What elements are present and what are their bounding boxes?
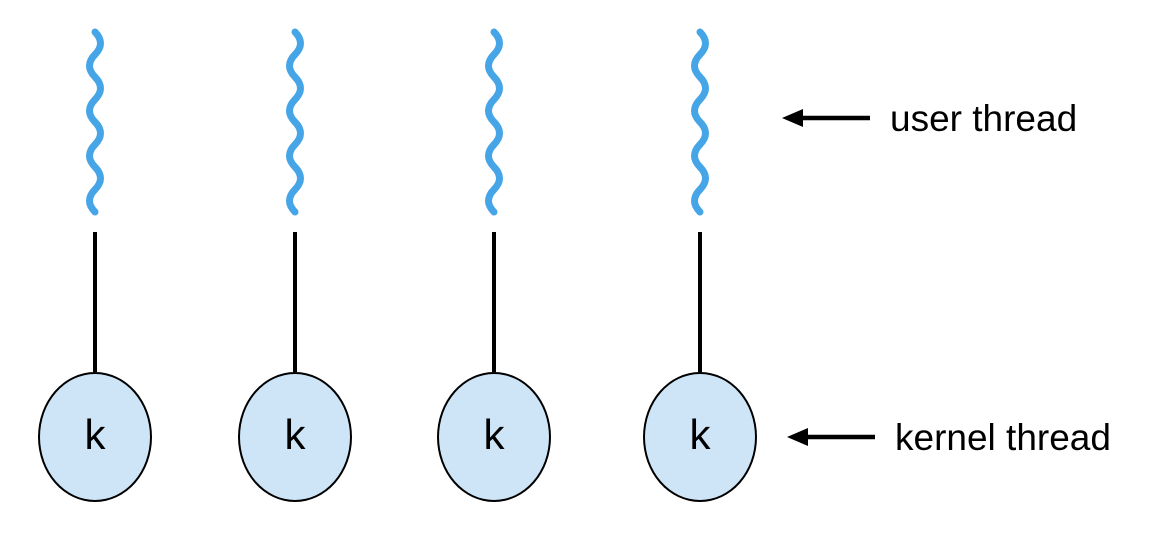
kernel-thread-ellipse: k [38, 372, 152, 502]
kernel-thread-label: k [284, 411, 306, 458]
thread-connector-line [293, 232, 297, 372]
kernel-thread-label: k [483, 411, 505, 458]
user-thread-squiggle-icon [691, 28, 709, 216]
kernel-thread-ellipse: k [643, 372, 757, 502]
user-thread-legend-label: user thread [890, 97, 1078, 139]
kernel-thread-ellipse: k [437, 372, 551, 502]
left-arrow-icon [782, 109, 870, 127]
user-thread-squiggle-icon [286, 28, 304, 216]
thread-connector-line [698, 232, 702, 372]
thread-column: k [238, 28, 352, 502]
kernel-thread-ellipse: k [238, 372, 352, 502]
left-arrow-icon [787, 428, 875, 446]
kernel-thread-label: k [84, 411, 106, 458]
kernel-thread-label: k [689, 411, 711, 458]
kernel-thread-legend-label: kernel thread [895, 416, 1111, 458]
thread-column: k [38, 28, 152, 502]
thread-column: k [643, 28, 757, 502]
thread-column: k [437, 28, 551, 502]
thread-connector-line [93, 232, 97, 372]
kernel-thread-legend: kernel thread [785, 415, 1111, 459]
user-thread-squiggle-icon [485, 28, 503, 216]
user-thread-squiggle-icon [86, 28, 104, 216]
user-thread-legend: user thread [780, 96, 1077, 140]
thread-connector-line [492, 232, 496, 372]
